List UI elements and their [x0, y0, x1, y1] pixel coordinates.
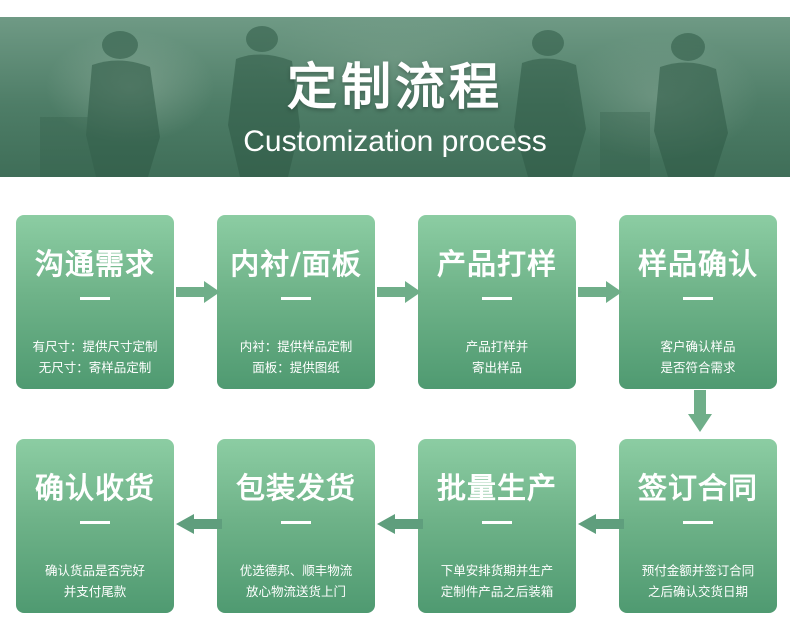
arrow-right-icon: [578, 281, 622, 303]
arrow-left-icon: [377, 514, 423, 534]
arrow-down-icon: [688, 390, 712, 432]
step-description: 客户确认样品是否符合需求: [660, 339, 736, 375]
arrow-right-icon: [377, 281, 421, 303]
step-divider: [683, 297, 713, 300]
step-description: 有尺寸：提供尺寸定制无尺寸：寄样品定制: [32, 339, 158, 375]
page-title: 定制流程: [287, 58, 503, 116]
step-description: 优选德邦、顺丰物流放心物流送货上门: [239, 563, 353, 599]
step-title: 沟通需求: [34, 247, 155, 281]
step-card-mass-production: 批量生产 下单安排货期并生产定制件产品之后装箱: [418, 439, 576, 613]
step-description: 确认货品是否完好并支付尾款: [44, 563, 145, 599]
step-description: 内衬：提供样品定制面板：提供图纸: [239, 339, 353, 375]
step-title: 产品打样: [436, 247, 557, 281]
step-divider: [482, 297, 512, 300]
header-banner: 定制流程 Customization process: [0, 17, 790, 177]
step-title: 批量生产: [436, 471, 557, 505]
arrow-right-icon: [176, 281, 220, 303]
step-divider: [80, 521, 110, 524]
step-card-sampling: 产品打样 产品打样并寄出样品: [418, 215, 576, 389]
step-title: 内衬/面板: [230, 247, 362, 281]
step-card-packing-shipping: 包装发货 优选德邦、顺丰物流放心物流送货上门: [217, 439, 375, 613]
step-divider: [80, 297, 110, 300]
step-card-lining-panel: 内衬/面板 内衬：提供样品定制面板：提供图纸: [217, 215, 375, 389]
step-divider: [683, 521, 713, 524]
arrow-left-icon: [578, 514, 624, 534]
arrow-left-icon: [176, 514, 222, 534]
step-card-communicate: 沟通需求 有尺寸：提供尺寸定制无尺寸：寄样品定制: [16, 215, 174, 389]
step-card-sign-contract: 签订合同 预付金额并签订合同之后确认交货日期: [619, 439, 777, 613]
step-card-confirm-receipt: 确认收货 确认货品是否完好并支付尾款: [16, 439, 174, 613]
step-description: 下单安排货期并生产定制件产品之后装箱: [440, 563, 554, 599]
step-divider: [281, 521, 311, 524]
step-title: 签订合同: [637, 471, 758, 505]
step-card-sample-confirm: 样品确认 客户确认样品是否符合需求: [619, 215, 777, 389]
step-divider: [482, 521, 512, 524]
page-subtitle: Customization process: [243, 125, 547, 158]
step-title: 包装发货: [235, 471, 356, 505]
soldiers-background-image: [40, 26, 728, 177]
step-divider: [281, 297, 311, 300]
step-title: 确认收货: [34, 471, 155, 505]
step-description: 预付金额并签订合同之后确认交货日期: [641, 563, 755, 599]
step-title: 样品确认: [637, 247, 758, 281]
step-description: 产品打样并寄出样品: [465, 339, 529, 375]
